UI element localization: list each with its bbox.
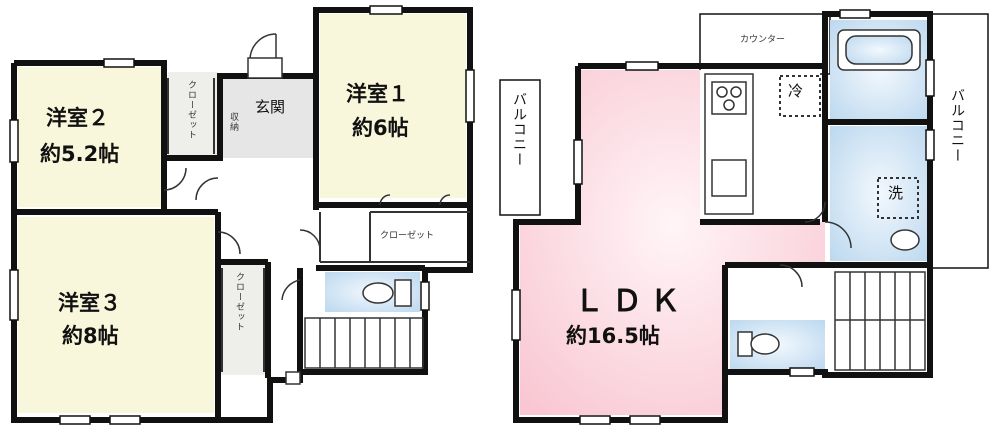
room-western-3-name: 洋室３ (58, 291, 121, 315)
entrance-label: 玄関 (255, 98, 286, 116)
entrance-area (222, 78, 316, 158)
room-western-1-size: 約6帖 (352, 116, 409, 140)
doors-2f (779, 201, 852, 288)
closet-label-1: クローゼット (186, 80, 196, 140)
bathtub (837, 29, 921, 71)
stairs-2f (834, 271, 926, 371)
balcony-right-label: バルコニー (949, 88, 965, 163)
room-ldk (520, 70, 825, 415)
room-western-2-name: 洋室２ (46, 106, 109, 130)
counter-label: カウンター (740, 35, 786, 45)
washer-label: 洗 (888, 184, 904, 202)
fridge-label: 冷 (788, 82, 804, 100)
windows-2f (511, 9, 935, 425)
room-western-3 (18, 217, 214, 413)
closet-label-2: クローゼット (380, 231, 435, 241)
doors-1f (163, 33, 451, 301)
balcony-right (929, 13, 989, 269)
windows-1f (9, 5, 475, 425)
closet-area-1 (168, 72, 218, 158)
closet-label-3: クローゼット (234, 272, 244, 332)
fridge-space (779, 75, 821, 117)
room-western-3-size: 約8帖 (62, 324, 119, 348)
toilet-fixture-1f (362, 279, 412, 307)
floor-1 (9, 5, 475, 425)
floor-2 (499, 9, 989, 425)
ldk-name: ＬＤＫ (574, 284, 688, 319)
toilet-fixture-2f (737, 229, 920, 357)
balcony-left (499, 79, 541, 216)
room-western-1 (320, 14, 466, 198)
balcony-left-label: バルコニー (511, 92, 527, 167)
kitchen-counter (704, 73, 754, 215)
closet-area-3 (218, 263, 268, 375)
room-western-1-name: 洋室１ (346, 82, 409, 106)
room-western-2-size: 約5.2帖 (40, 142, 120, 166)
stairs-1f (304, 317, 424, 369)
washer-space (877, 177, 919, 219)
room-western-2 (18, 67, 164, 207)
ldk-size: 約16.5帖 (566, 324, 660, 348)
storage-label: 収納 (228, 112, 238, 132)
